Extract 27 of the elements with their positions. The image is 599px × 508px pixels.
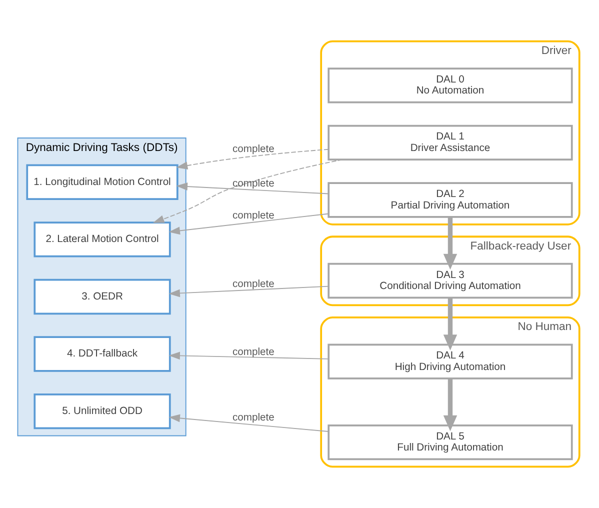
arrow — [168, 414, 329, 432]
arrow — [443, 298, 458, 350]
node-box: DAL 3 Conditional Driving Automation — [328, 262, 573, 299]
arrow — [176, 182, 329, 194]
edge-label: complete — [232, 346, 274, 358]
node-box: DAL 4 High Driving Automation — [328, 344, 573, 380]
node-box: DAL 2 Partial Driving Automation — [328, 182, 573, 218]
node-box: 5. Unlimited ODD — [34, 393, 171, 430]
node-box: DAL 0 No Automation — [328, 68, 573, 104]
edge-label: complete — [232, 279, 274, 290]
edge-label: complete — [232, 210, 274, 222]
arrow — [168, 286, 329, 298]
arrow — [168, 213, 329, 235]
edge-label: complete — [232, 412, 274, 424]
edge-label: complete — [232, 144, 274, 155]
node-box: 3. OEDR — [34, 278, 171, 315]
arrow — [152, 159, 343, 223]
arrow — [443, 378, 458, 432]
edge-label: complete — [232, 178, 274, 190]
arrow — [168, 352, 329, 360]
node-box: DAL 5 Full Driving Automation — [328, 424, 573, 460]
node-box: 1. Longitudinal Motion Control — [26, 164, 178, 200]
node-box: DAL 1 Driver Assistance — [328, 124, 573, 161]
node-box: 4. DDT-fallback — [34, 336, 171, 372]
arrow — [443, 216, 458, 270]
node-box: 2. Lateral Motion Control — [34, 222, 171, 258]
arrow — [176, 148, 330, 170]
